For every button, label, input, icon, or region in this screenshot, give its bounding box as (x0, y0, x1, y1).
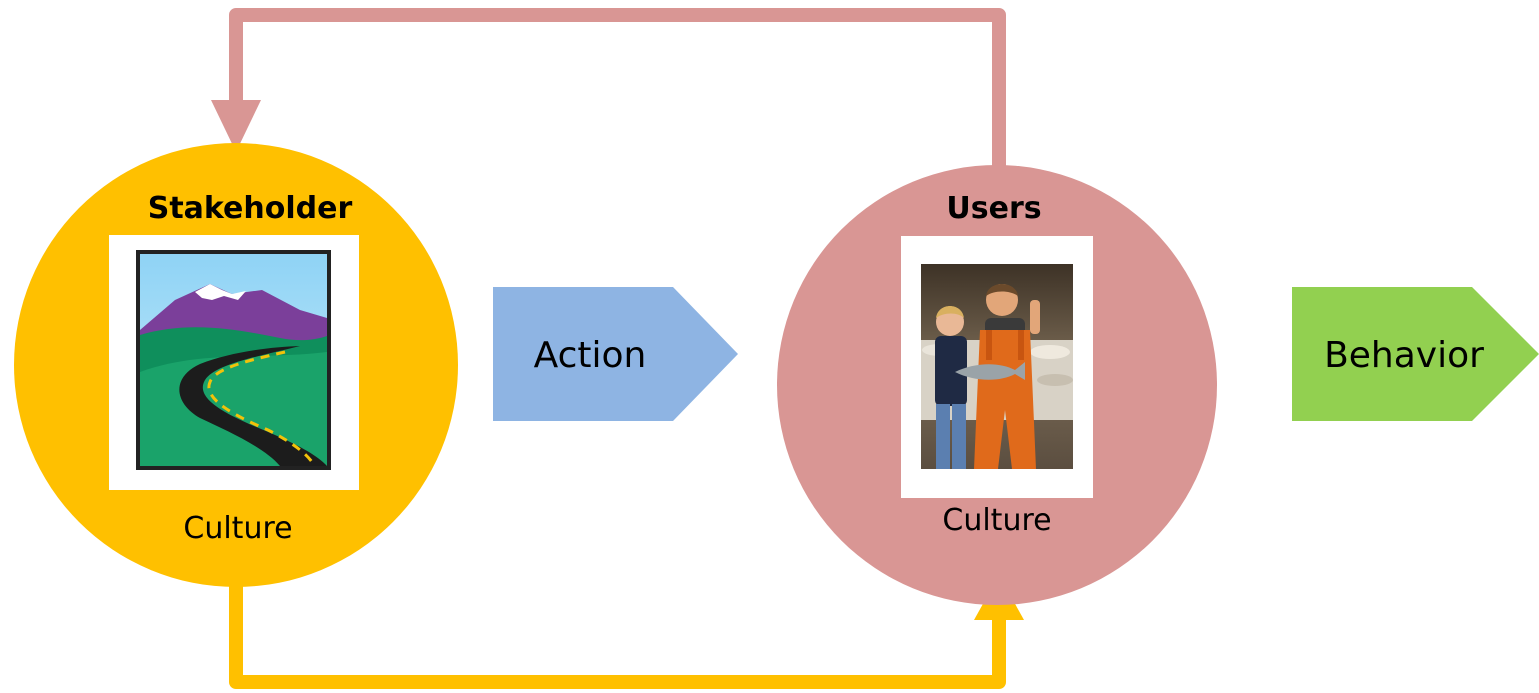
action-label: Action (534, 335, 647, 376)
feedback-arrow (211, 8, 1006, 192)
stakeholder-footer: Culture (183, 511, 292, 546)
action-arrow-shape (493, 287, 738, 421)
users-footer: Culture (942, 503, 1051, 538)
feedback-arrow-head (211, 100, 261, 152)
action-arrow: Action (493, 287, 738, 421)
behavior-arrow-shape (1292, 287, 1539, 421)
behavior-label: Behavior (1324, 335, 1484, 376)
stakeholder-node: Stakeholder Culture (14, 143, 458, 587)
mountain-road-logo-image (109, 235, 359, 490)
influence-arrow-line (229, 568, 1006, 689)
behavior-arrow: Behavior (1292, 287, 1539, 421)
stakeholder-title: Stakeholder (148, 191, 353, 226)
users-node: Users Culture (777, 165, 1217, 605)
fishmonger-photo-image (901, 236, 1093, 498)
influence-arrow (229, 568, 1024, 689)
feedback-arrow-line (229, 8, 1006, 192)
users-title: Users (946, 191, 1041, 226)
